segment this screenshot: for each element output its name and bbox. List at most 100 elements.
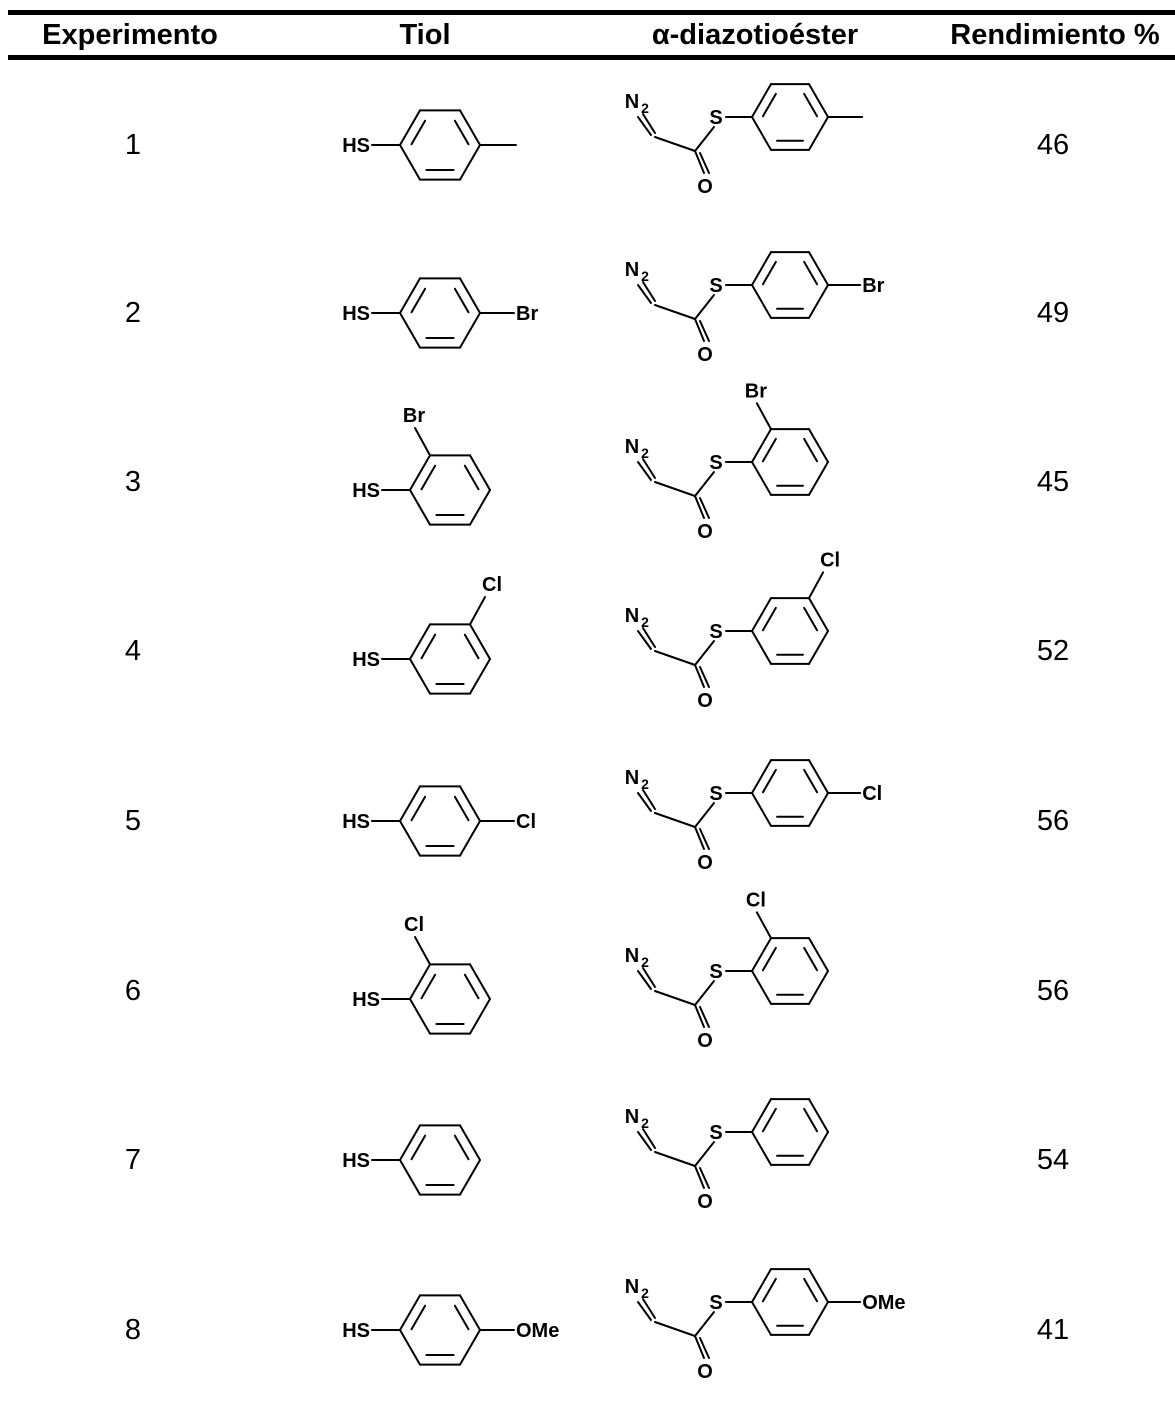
- diazo-double-bond: [642, 1128, 656, 1149]
- substituent-bond: [808, 571, 825, 600]
- diazo-double-bond: [642, 789, 656, 810]
- diazo-double-bond: [642, 627, 656, 648]
- diazo-n-subscript: 2: [641, 100, 649, 116]
- ring-bond: [751, 1098, 772, 1133]
- diazo-n-label: N: [625, 91, 639, 113]
- ring-bond: [469, 454, 491, 491]
- ring-double-bond: [463, 973, 480, 1000]
- ring-double-bond: [410, 795, 427, 822]
- ring-bond: [459, 109, 481, 146]
- carbonyl-bond: [694, 1004, 705, 1028]
- ring-double-bond: [453, 1304, 470, 1331]
- substituent-bond: [414, 936, 431, 966]
- ring-bond: [399, 312, 421, 349]
- ring-double-bond: [453, 119, 470, 146]
- ring-double-bond: [803, 606, 819, 632]
- carbonyl-bond: [694, 495, 705, 519]
- ring-bond: [459, 1124, 481, 1161]
- ring-bond: [409, 963, 431, 1000]
- ring-double-bond: [453, 287, 470, 314]
- yield-value: 41: [1036, 1314, 1070, 1346]
- ring-bond: [808, 630, 829, 665]
- substituent-label: OMe: [516, 1320, 559, 1342]
- thioester-s-label: S: [709, 1292, 722, 1314]
- ring-double-bond: [420, 633, 437, 660]
- carbonyl-o-label: O: [697, 1191, 713, 1213]
- diazo-n-label: N: [625, 259, 639, 281]
- chain-bond: [654, 136, 696, 152]
- ring-double-bond: [463, 464, 480, 491]
- experiment-number: 2: [124, 297, 142, 329]
- ring-double-bond: [420, 464, 437, 491]
- carbonyl-o-label: O: [697, 1030, 713, 1052]
- thioester-s-label: S: [709, 275, 722, 297]
- ring-bond: [808, 970, 829, 1005]
- ring-bond: [808, 1131, 829, 1166]
- ring-double-bond: [803, 1107, 819, 1133]
- diazo-double-bond: [642, 1298, 656, 1319]
- substituent-bond: [755, 911, 772, 940]
- carbonyl-double-bond: [699, 1006, 710, 1028]
- experiment-number: 6: [124, 975, 142, 1007]
- carbonyl-double-bond: [699, 152, 710, 174]
- ring-bond: [459, 312, 481, 349]
- ring-bond: [808, 251, 829, 286]
- ring-bond: [409, 658, 431, 695]
- diazo-n-subscript: 2: [641, 268, 649, 284]
- thioester-s-label: S: [709, 621, 722, 643]
- yield-value: 56: [1036, 975, 1070, 1007]
- ring-bond: [751, 759, 772, 794]
- ring-bond: [808, 461, 829, 496]
- diazo-bond: [637, 1301, 652, 1321]
- carbonyl-double-bond: [699, 828, 710, 850]
- diazo-n-label: N: [625, 436, 639, 458]
- diazo-double-bond: [642, 281, 656, 302]
- header-rule: [8, 55, 1175, 60]
- carbonyl-o-label: O: [697, 176, 713, 198]
- ring-bond: [459, 1329, 481, 1366]
- chain-bond: [654, 1321, 696, 1337]
- diazo-n-subscript: 2: [641, 1285, 649, 1301]
- diazo-double-bond: [642, 458, 656, 479]
- diazo-n-subscript: 2: [641, 614, 649, 630]
- carbonyl-o-label: O: [697, 1361, 713, 1383]
- diazo-n-label: N: [625, 605, 639, 627]
- ring-bond: [751, 1301, 772, 1336]
- substituent-label: Cl: [516, 811, 536, 833]
- ring-bond: [808, 284, 829, 319]
- ring-double-bond: [410, 1134, 427, 1161]
- ring-bond: [808, 83, 829, 118]
- ring-bond: [808, 1301, 829, 1336]
- yield-value: 45: [1036, 466, 1070, 498]
- carbonyl-bond: [694, 1335, 705, 1359]
- ring-bond: [751, 284, 772, 319]
- ring-bond: [751, 970, 772, 1005]
- thiol-hs-label: HS: [342, 1150, 370, 1172]
- ring-bond: [459, 1294, 481, 1331]
- ring-bond: [808, 597, 829, 632]
- ring-bond: [399, 1124, 421, 1161]
- ring-bond: [459, 820, 481, 857]
- ring-double-bond: [453, 795, 470, 822]
- thiol-hs-label: HS: [342, 303, 370, 325]
- ring-double-bond: [463, 633, 480, 660]
- diazo-n-label: N: [625, 1276, 639, 1298]
- diazo-bond: [637, 970, 652, 990]
- substituent-label: Cl: [482, 574, 502, 596]
- thiol-hs-label: HS: [352, 989, 380, 1011]
- carbonyl-bond: [694, 826, 705, 850]
- ring-double-bond: [803, 768, 819, 794]
- thioester-s-label: S: [709, 1122, 722, 1144]
- carbonyl-bond: [694, 150, 705, 174]
- ring-double-bond: [410, 119, 427, 146]
- experiment-number: 8: [124, 1314, 142, 1346]
